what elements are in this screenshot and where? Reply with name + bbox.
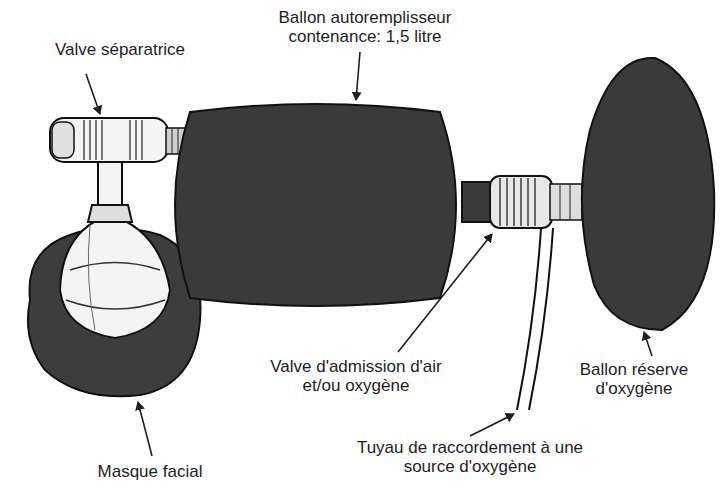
inlet-valve: [462, 176, 582, 228]
mask-label: Masque facial: [75, 462, 225, 481]
bag-label: Ballon autoremplisseur contenance: 1,5 l…: [265, 8, 465, 46]
oxygen-tube: [517, 228, 553, 410]
separating-valve: [50, 118, 186, 162]
inlet-label: Valve d'admission d'air et/ou oxygène: [256, 357, 456, 395]
leader-arrows: [86, 52, 652, 456]
oxygen-reserve-bag: [582, 58, 714, 330]
tube-label: Tuyau de raccordement à une source d'oxy…: [330, 438, 610, 476]
valve-label: Valve séparatrice: [35, 40, 205, 59]
self-inflating-bag: [175, 104, 456, 306]
reserve-label: Ballon réserve d'oxygène: [559, 360, 709, 398]
